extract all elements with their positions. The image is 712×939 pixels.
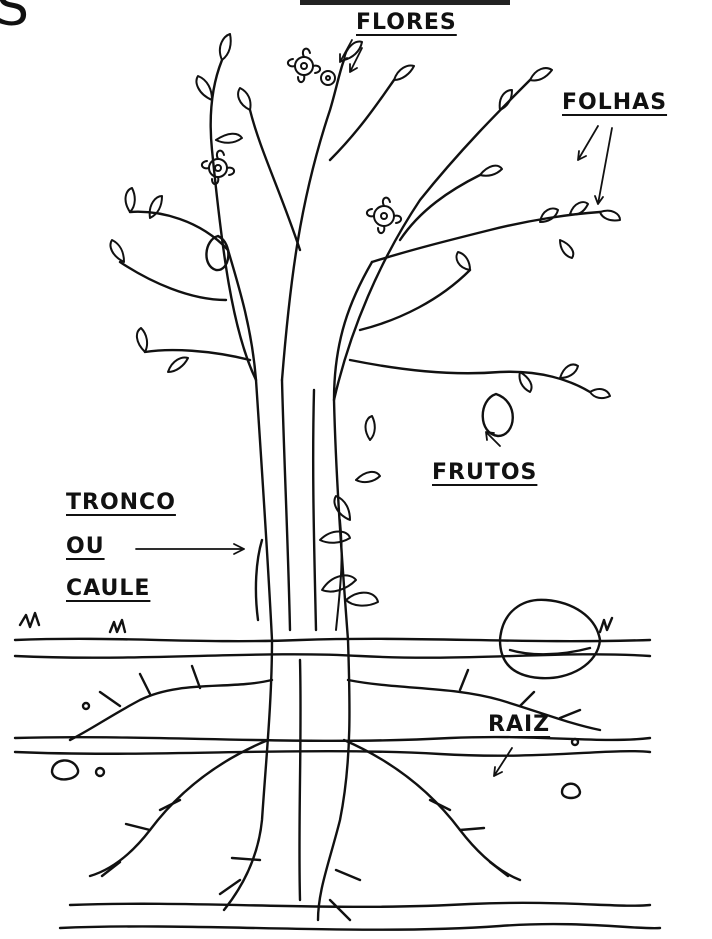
tree-leaves [111,34,621,520]
cropped-title-underline [300,0,510,5]
label-raiz: RAIZ [488,712,550,737]
fruits [206,236,512,436]
cropped-title-fragment: S [0,0,29,34]
small-plant [320,520,378,630]
rock [500,600,600,678]
label-arrows [136,40,612,776]
ground-surface [15,613,650,658]
tree-roots [70,640,600,920]
label-flores: FLORES [356,10,457,35]
tree-trunk [228,250,372,640]
label-frutos: FRUTOS [432,460,537,485]
label-tronco: TRONCO [66,490,176,515]
label-folhas: FOLHAS [562,90,667,115]
label-caule: CAULE [66,576,150,601]
tree-branches [120,60,600,400]
label-ou: OU [66,534,105,559]
flower-cluster [202,49,401,233]
